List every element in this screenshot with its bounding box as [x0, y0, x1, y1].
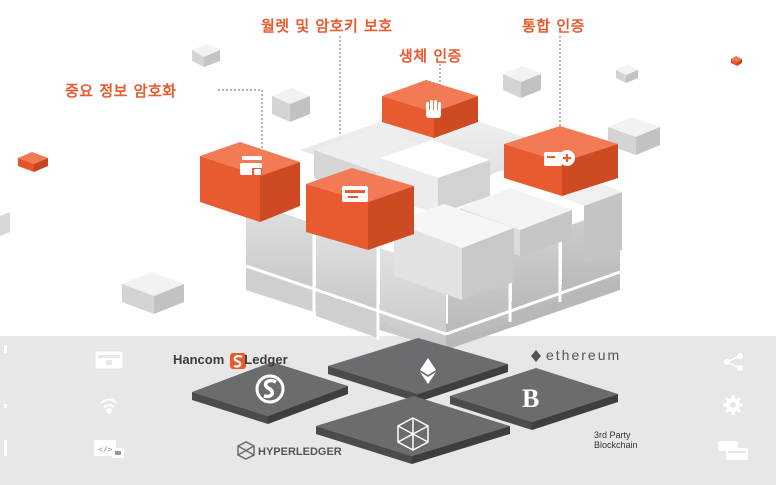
card-lock-icon — [240, 156, 262, 176]
floating-cube — [616, 65, 638, 83]
brand-third-party: 3rd Party Blockchain — [594, 430, 638, 450]
hyperledger-hex-icon — [397, 417, 429, 451]
cards-icon — [342, 186, 368, 202]
floating-cube — [122, 272, 184, 314]
label-integrated-auth: 통합 인증 — [522, 17, 585, 35]
code-lock-icon: </> — [94, 440, 124, 458]
brand-hancom-ledger: Hancom Ledger — [173, 352, 288, 367]
left-edge-marks — [4, 345, 7, 456]
brand-hyperledger: HYPERLEDGER — [258, 446, 342, 458]
floating-cube — [192, 44, 220, 67]
floating-orange-cube — [731, 56, 742, 66]
card-lock-side-icon — [95, 351, 123, 369]
wallet-transfer-icon — [718, 441, 748, 460]
label-encryption: 중요 정보 암호화 — [65, 82, 177, 100]
orange-cube-encryption — [200, 142, 300, 222]
hancom-s-icon — [255, 374, 285, 404]
ethereum-icon — [420, 358, 436, 384]
id-plus-icon — [544, 150, 575, 166]
brand-hancom-suffix: Ledger — [244, 352, 288, 367]
brand-hancom-prefix: Hancom — [173, 352, 225, 367]
floating-cube — [503, 66, 541, 98]
floating-cube — [608, 117, 660, 155]
hancom-s-badge-icon — [230, 353, 246, 369]
bitcoin-b-icon: B — [522, 384, 540, 413]
ethereum-logo-icon — [531, 350, 541, 362]
third-party-line1: 3rd Party — [594, 430, 631, 440]
wifi-icon — [100, 398, 118, 414]
connector-lines — [218, 36, 561, 160]
main-cube — [245, 104, 622, 350]
floating-cube-left-edge — [0, 212, 10, 236]
hand-icon — [426, 100, 441, 118]
third-party-line2: Blockchain — [594, 440, 638, 450]
floating-orange-cube — [18, 152, 48, 172]
hyperledger-logo-icon — [237, 441, 255, 460]
svg-text:</>: </> — [98, 445, 113, 454]
gear-icon — [723, 395, 743, 415]
tile-hancom-ledger — [192, 362, 348, 424]
label-biometric-auth: 생체 인증 — [399, 47, 462, 65]
tile-bitcoin — [450, 368, 618, 430]
share-icon — [724, 353, 743, 371]
orange-cube-integrated-auth — [504, 126, 618, 196]
tile-ethereum — [328, 338, 508, 402]
label-wallet-key-protection: 월렛 및 암호키 보호 — [261, 17, 393, 35]
floating-cube — [272, 88, 310, 122]
orange-cube-biometric — [382, 80, 478, 138]
brand-ethereum: ethereum — [546, 347, 622, 363]
